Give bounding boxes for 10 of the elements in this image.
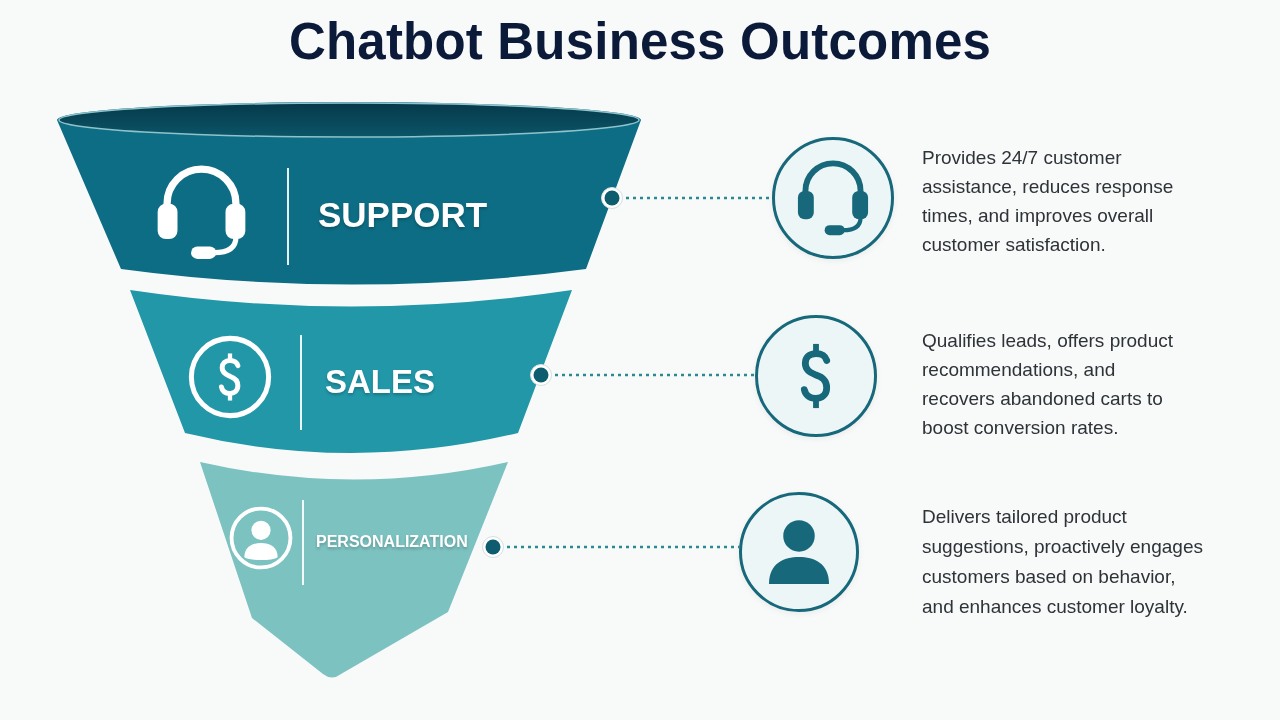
dotted-connector: [601, 187, 772, 209]
segment-label: SUPPORT: [318, 194, 488, 236]
description-text: Provides 24/7 customer assistance, reduces response times, and improves overall customer satisfaction.: [922, 146, 1175, 257]
description-text: Delivers tailored product suggestions, proactively engages customers based on behavior, and enhances customer loyalty.: [922, 505, 1204, 619]
diagram-title: Chatbot Business Outcomes: [287, 12, 993, 72]
segment-label: SALES: [325, 363, 436, 401]
dotted-connector: [530, 364, 755, 386]
description-text: Qualifies leads, offers product recommendations, and recovers abandoned carts to boost conversion rates.: [922, 329, 1174, 440]
dotted-connector: [482, 536, 740, 558]
segment-label: PERSONALIZATION: [316, 532, 468, 552]
